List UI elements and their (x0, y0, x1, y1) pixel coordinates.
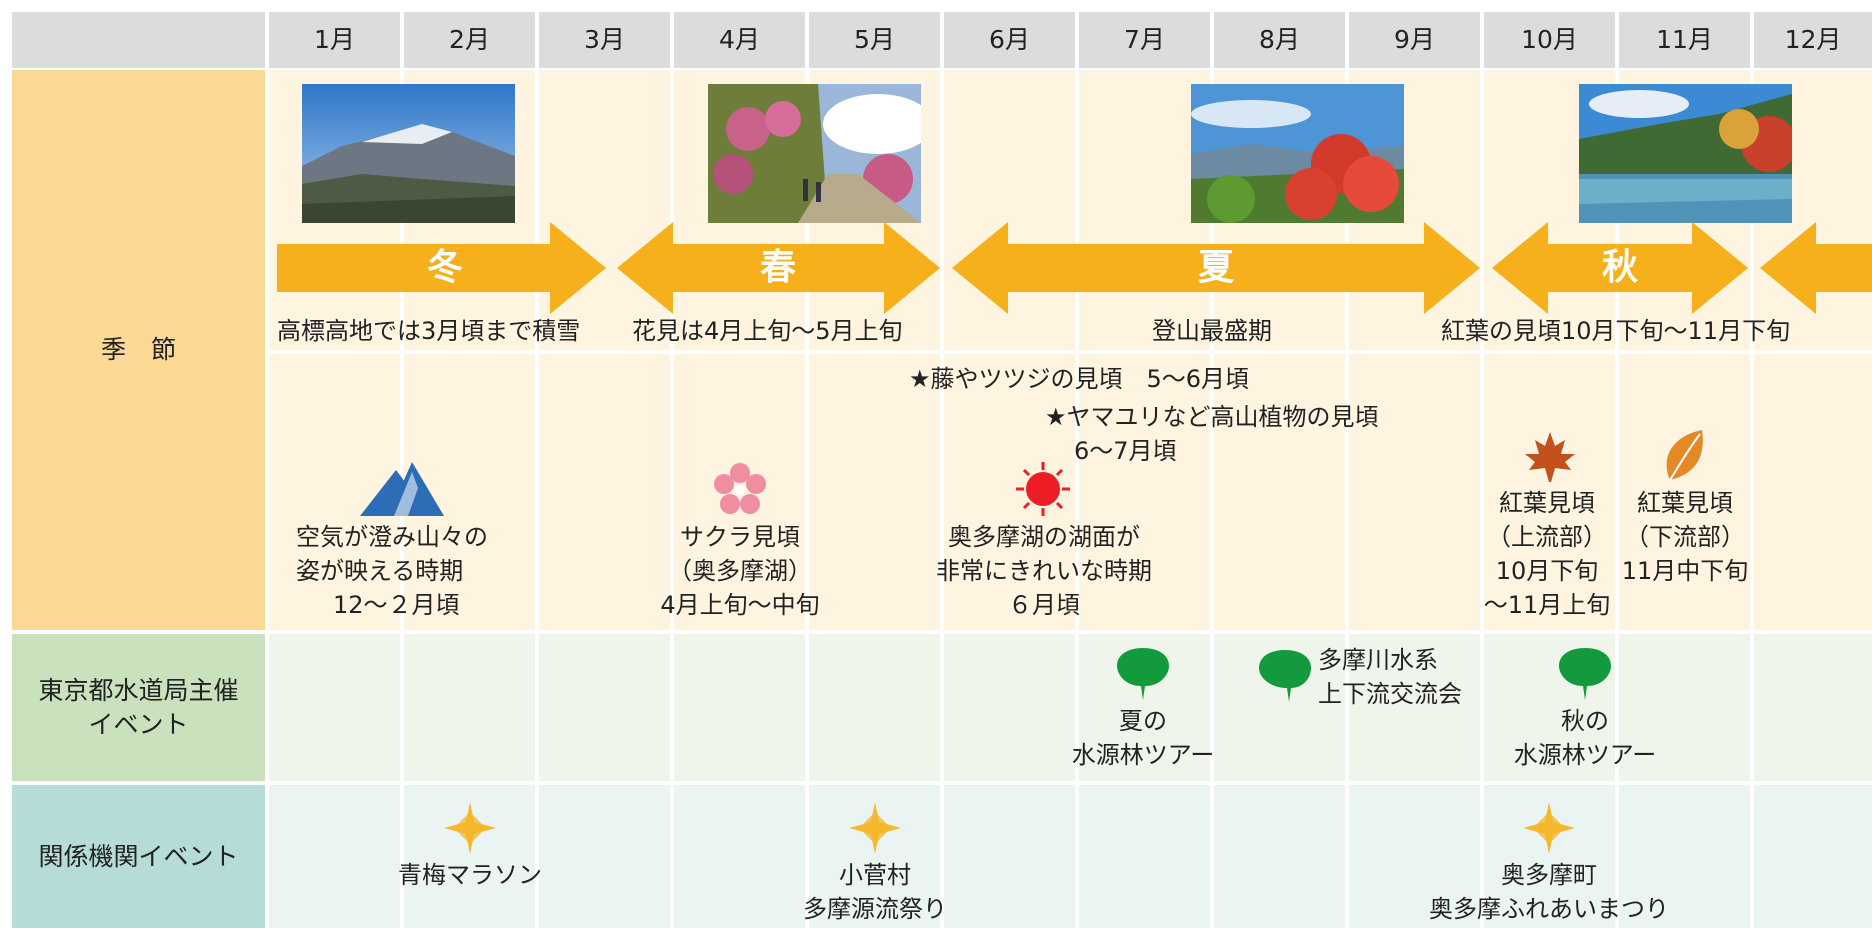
mountain-icon (360, 462, 444, 516)
month-header-cell: 1月 (269, 12, 400, 68)
lake-highlight-line1: 奥多摩湖の湖面が (948, 523, 1140, 551)
autumn-tour-line2: 水源林ツアー (1513, 741, 1657, 769)
tokyo-month-cell (1349, 634, 1480, 781)
okutama-line1: 奥多摩町 (1501, 861, 1597, 889)
tokyo-month-cell (269, 634, 400, 781)
star-burst-icon (444, 802, 496, 854)
koyo-upstream-line4: ～11月上旬 (1483, 591, 1611, 619)
winter-note: 高標高地では3月頃まで積雪 (277, 317, 581, 345)
row-label-related-text: 関係機関イベント (38, 841, 239, 871)
star-burst-icon-okutama (1523, 802, 1575, 854)
month-header-cell: 4月 (674, 12, 805, 68)
yamayuri-note-line2: 6～7月頃 (1074, 437, 1177, 465)
star-burst-icon-kosuge (849, 802, 901, 854)
month-header-cell: 8月 (1214, 12, 1345, 68)
row-label-related: 関係機関イベント (12, 785, 265, 928)
month-header-cell: 7月 (1079, 12, 1210, 68)
sakura-icon (714, 463, 766, 514)
row-label-season: 季 節 (12, 70, 265, 630)
autumn-leaf-icon (1666, 430, 1703, 481)
month-header-cell: 12月 (1754, 12, 1872, 68)
summer-arrow (952, 222, 1480, 314)
related-month-cell (539, 785, 670, 928)
autumn-arrow (1492, 222, 1748, 314)
season-autumn-label: 秋 (1601, 247, 1638, 288)
tokyo-month-cell (944, 634, 1075, 781)
kosuge-line2: 多摩源流祭り (803, 895, 947, 923)
winter-arrow-partial (1760, 222, 1872, 314)
ginkgo-leaf-icon (1117, 648, 1169, 700)
season-winter-label: 冬 (426, 247, 463, 288)
related-month-cell (1214, 785, 1345, 928)
koyo-downstream-line3: 11月中下旬 (1621, 557, 1749, 585)
autumn-note: 紅葉の見頃10月下旬～11月下旬 (1441, 317, 1791, 345)
month-header-cell: 11月 (1619, 12, 1750, 68)
header-corner (12, 12, 265, 68)
autumn-tour-line1: 秋の (1561, 707, 1609, 735)
related-month-cell (1349, 785, 1480, 928)
row-label-tokyo-line1: 東京都水道局主催 (38, 675, 239, 705)
lake-highlight-line3: ６月頃 (1008, 591, 1080, 619)
winter-mountain-photo (302, 84, 515, 223)
koyo-downstream-line2: （下流部） (1625, 523, 1745, 551)
spring-note: 花見は4月上旬～5月上旬 (632, 317, 903, 345)
sakura-highlight-line3: 4月上旬～中旬 (660, 591, 820, 619)
sun-icon (1016, 462, 1070, 516)
month-header-cell: 9月 (1349, 12, 1480, 68)
tokyo-month-cell (1619, 634, 1750, 781)
summer-tour-line1: 夏の (1119, 707, 1167, 735)
tokyo-month-cell (404, 634, 535, 781)
maple-leaf-icon (1525, 432, 1575, 482)
sakura-highlight-line2: （奥多摩湖） (668, 557, 812, 585)
tokyo-month-cell (1754, 634, 1872, 781)
season-spring-label: 春 (759, 247, 796, 288)
related-month-cell (1754, 785, 1872, 928)
sakura-highlight-line1: サクラ見頃 (680, 523, 800, 551)
summer-azalea-photo (1191, 84, 1404, 223)
summer-tour-line2: 水源林ツアー (1071, 741, 1215, 769)
spring-hiking-photo (708, 84, 921, 223)
row-label-season-text: 季 節 (100, 335, 176, 364)
yamayuri-note-line1: ★ヤマユリなど高山植物の見頃 (1045, 403, 1379, 431)
related-month-cell (269, 785, 400, 928)
air-highlight-line1: 空気が澄み山々の (296, 523, 488, 551)
month-header-cell: 5月 (809, 12, 940, 68)
row-label-tokyo: 東京都水道局主催 イベント (12, 634, 265, 781)
row-label-tokyo-line2: イベント (88, 709, 189, 739)
month-header-cell: 6月 (944, 12, 1075, 68)
tokyo-month-cell (674, 634, 805, 781)
related-month-cell (674, 785, 805, 928)
related-month-cell (1079, 785, 1210, 928)
tokyo-month-cell (539, 634, 670, 781)
ginkgo-leaf-icon-autumn (1559, 648, 1611, 700)
koyo-upstream-line2: （上流部） (1487, 523, 1607, 551)
okutama-line2: 奥多摩ふれあいまつり (1429, 895, 1669, 923)
related-month-cell (944, 785, 1075, 928)
season-arrows (277, 222, 1872, 314)
month-header-cell: 3月 (539, 12, 670, 68)
summer-note: 登山最盛期 (1152, 317, 1272, 345)
koyo-upstream-line3: 10月下旬 (1495, 557, 1599, 585)
marathon-label: 青梅マラソン (398, 861, 542, 889)
kosuge-line1: 小菅村 (839, 861, 911, 889)
month-header-cell: 2月 (404, 12, 535, 68)
related-month-cell (1619, 785, 1750, 928)
exchange-line2: 上下流交流会 (1318, 680, 1462, 708)
exchange-line1: 多摩川水系 (1318, 646, 1438, 674)
month-header-cell: 10月 (1484, 12, 1615, 68)
season-row-divider (269, 350, 1872, 354)
spring-arrow (617, 222, 940, 314)
koyo-upstream-line1: 紅葉見頃 (1499, 489, 1595, 517)
winter-arrow (277, 222, 606, 314)
season-summer-label: 夏 (1197, 247, 1234, 288)
air-highlight-line2: 姿が映える時期 (296, 557, 464, 585)
autumn-lake-photo (1579, 84, 1792, 223)
air-highlight-line3: 12～２月頃 (333, 591, 460, 619)
koyo-downstream-line1: 紅葉見頃 (1637, 489, 1733, 517)
fuji-tsutsuji-note: ★藤やツツジの見頃 5～6月頃 (909, 365, 1250, 393)
ginkgo-leaf-icon-exchange (1259, 650, 1311, 702)
lake-highlight-line2: 非常にきれいな時期 (936, 557, 1152, 585)
tokyo-month-cell (809, 634, 940, 781)
